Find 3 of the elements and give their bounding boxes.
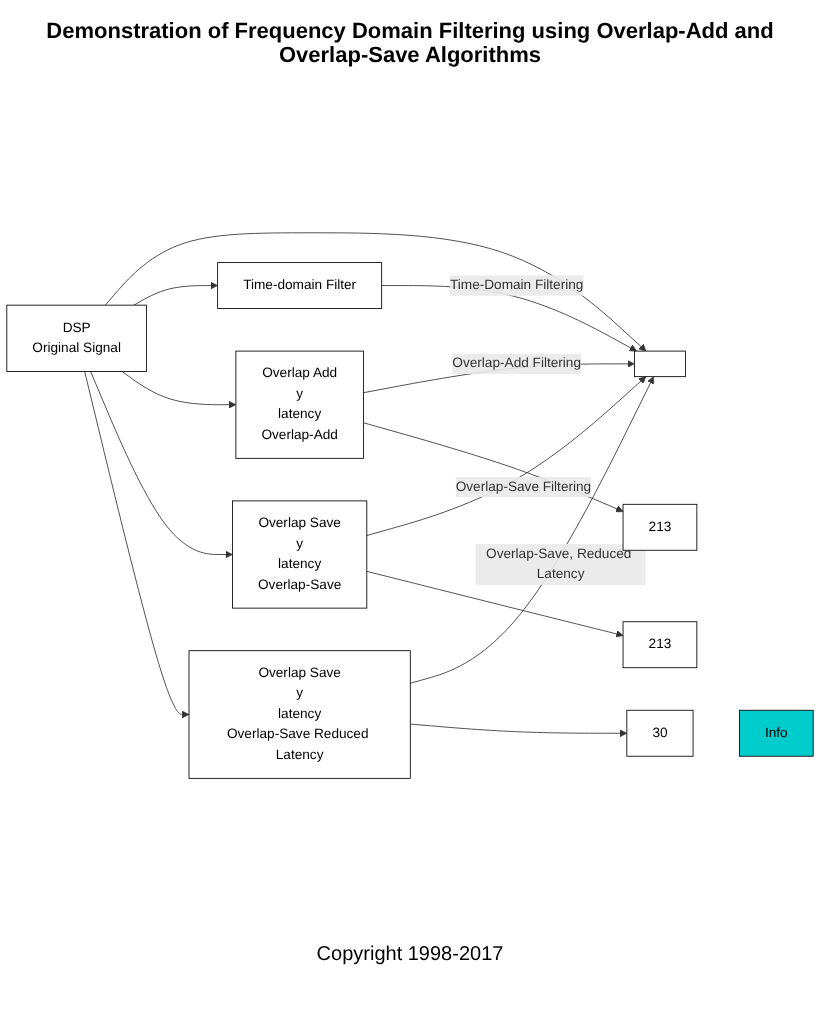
copyright-caption: Copyright 1998-2017: [314, 944, 506, 966]
diagram-title: Demonstration of Frequency Domain Filtering using Overlap-Add and Overlap-Save Algorithms: [44, 20, 776, 68]
node-box: [634, 351, 686, 378]
